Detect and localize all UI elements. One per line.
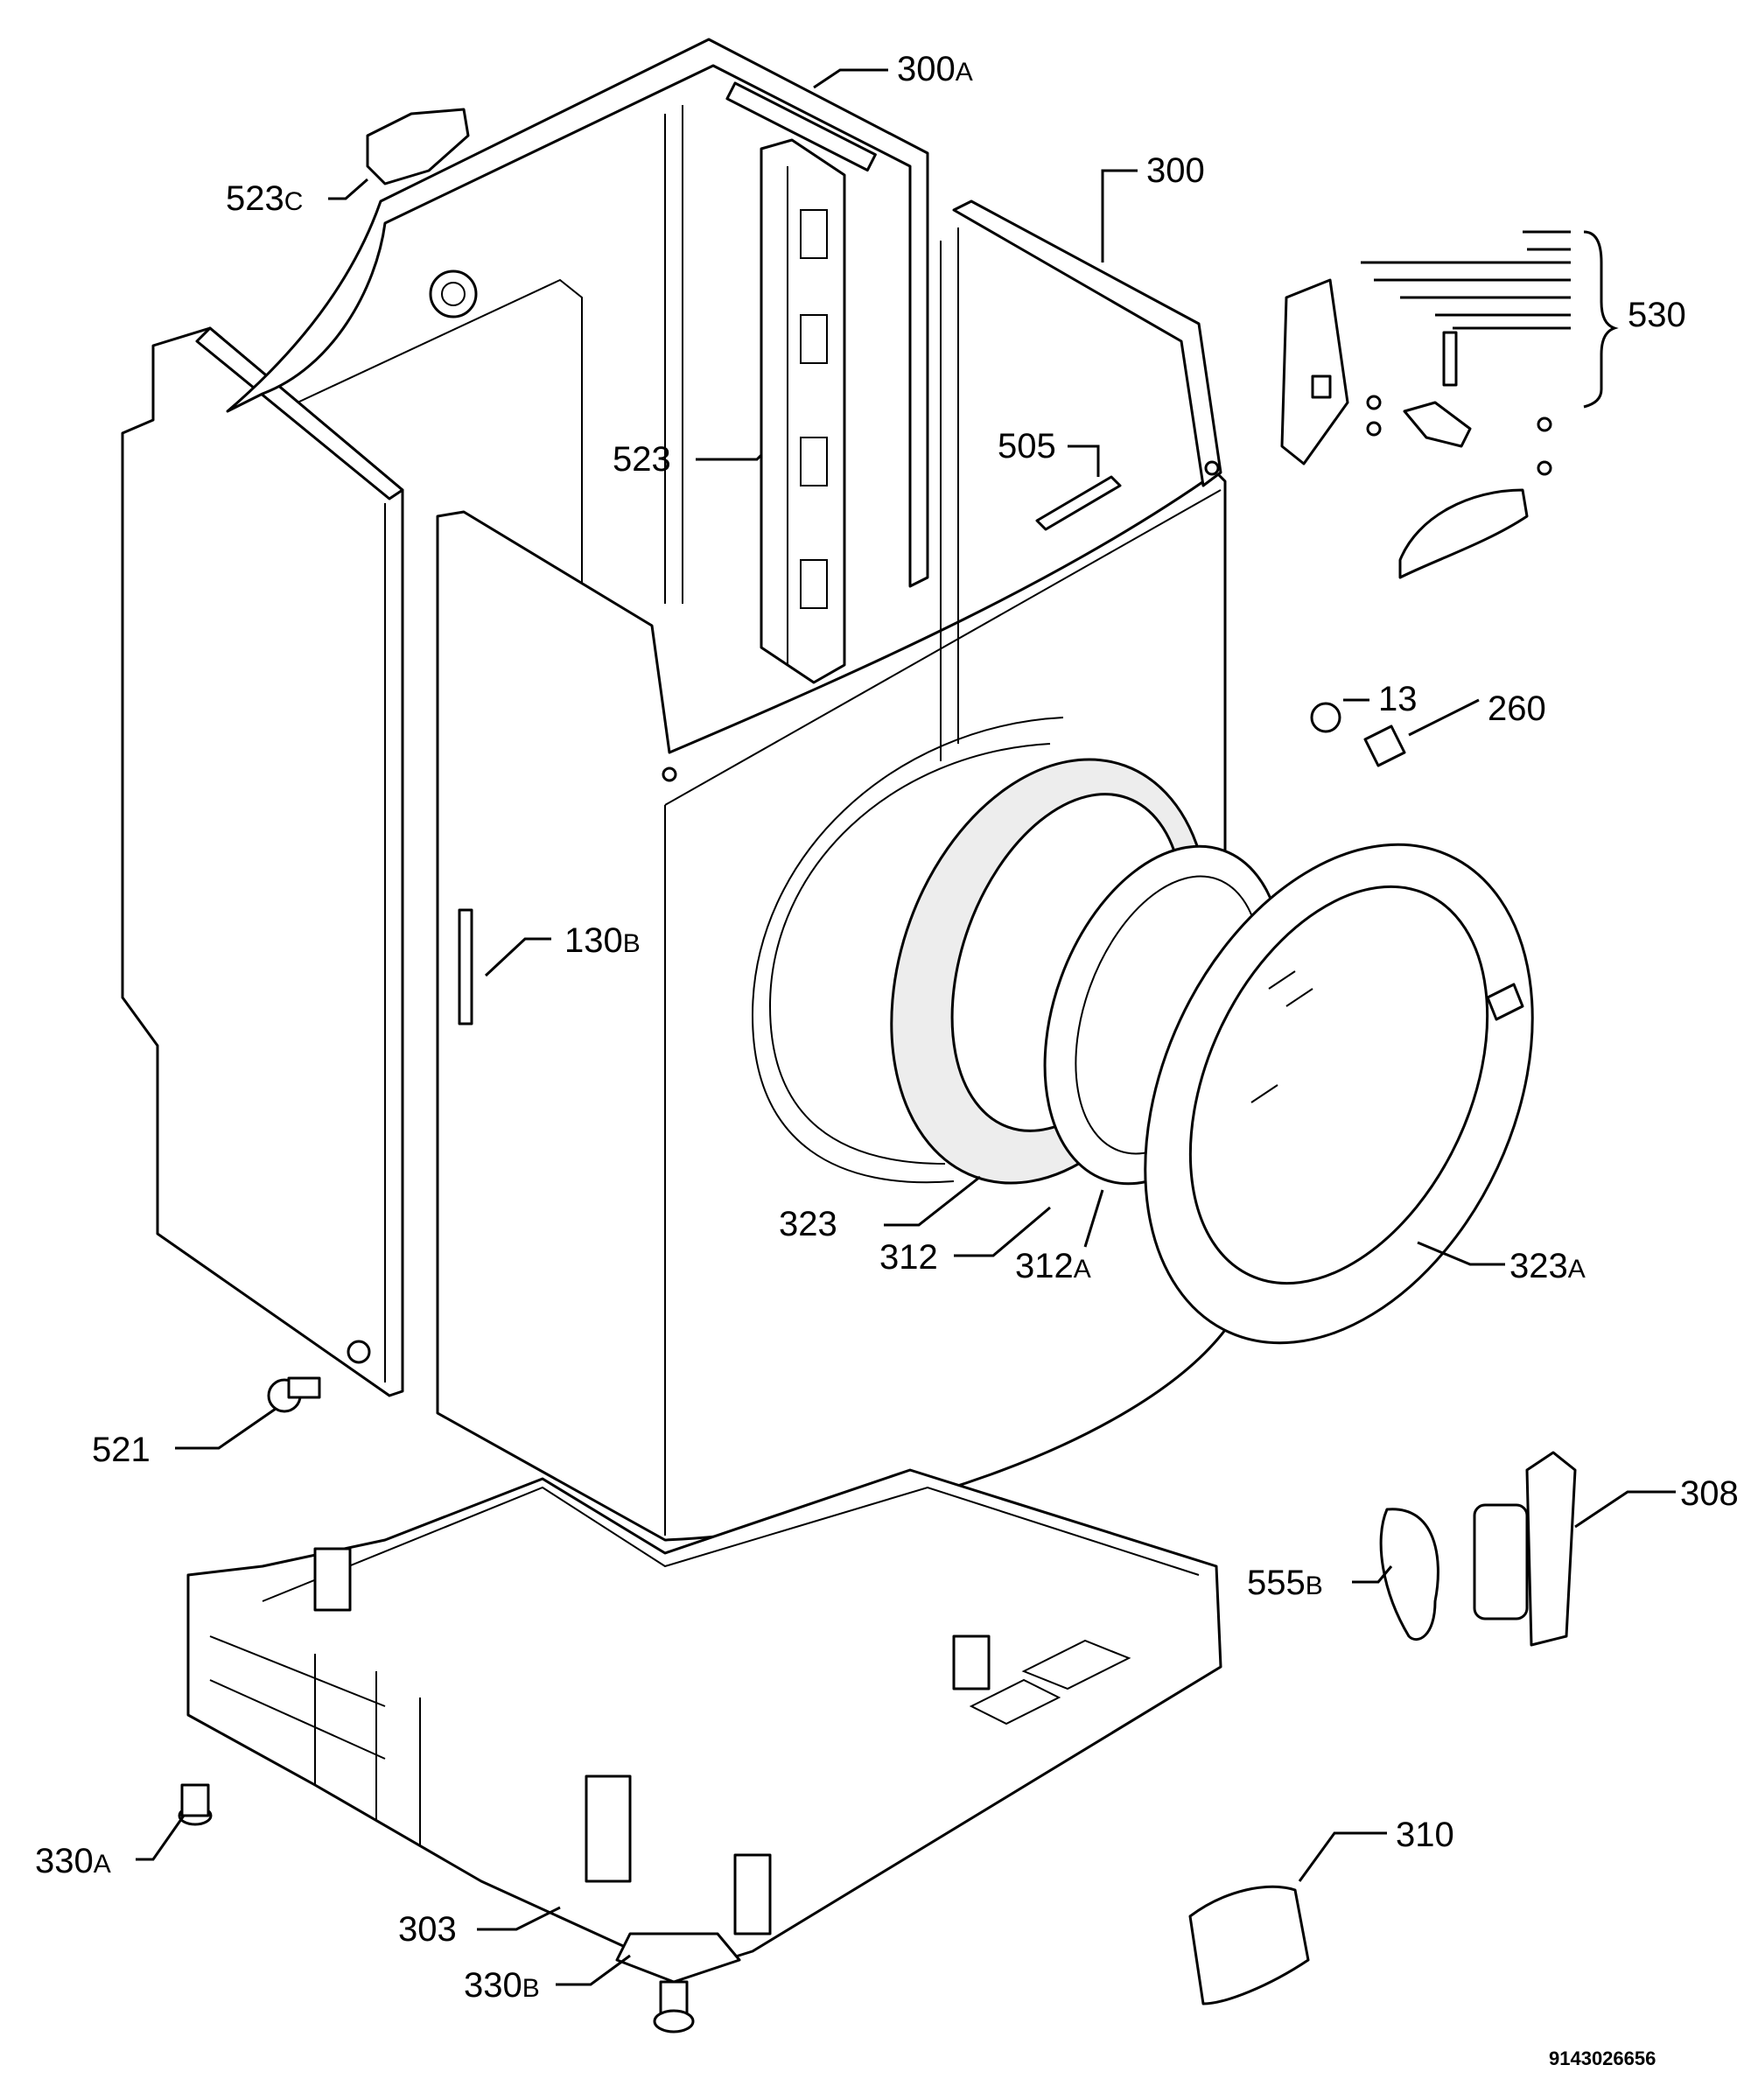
nut-13 bbox=[1310, 702, 1341, 733]
callout-130B: 130B bbox=[564, 921, 641, 960]
callout-312: 312 bbox=[879, 1238, 938, 1277]
document-number: 9143026656 bbox=[1549, 2048, 1656, 2069]
callout-13: 13 bbox=[1378, 680, 1418, 718]
screw-521 bbox=[267, 1376, 321, 1413]
callout-330B: 330B bbox=[464, 1966, 540, 2005]
foot-330a bbox=[178, 1783, 213, 1826]
callout-523C: 523C bbox=[226, 179, 303, 218]
callout-labels: 300A 300 523C 530 523 505 13 260 130B 32… bbox=[35, 50, 1739, 2005]
callout-303: 303 bbox=[398, 1910, 457, 1949]
base-frame bbox=[186, 1468, 1222, 1975]
callout-521: 521 bbox=[92, 1431, 151, 1469]
callout-260: 260 bbox=[1488, 690, 1546, 728]
cabinet-front-panel bbox=[436, 200, 1227, 1542]
callout-312A: 312A bbox=[1015, 1247, 1091, 1285]
leader-lines bbox=[136, 68, 1676, 1986]
callout-555B: 555B bbox=[1247, 1564, 1323, 1602]
callout-310: 310 bbox=[1396, 1816, 1454, 1854]
cabinet-left-panel bbox=[121, 326, 404, 1397]
filter-cover-310 bbox=[1188, 1885, 1310, 2006]
cover-555b bbox=[1379, 1508, 1439, 1642]
hinge-308 bbox=[1473, 1451, 1577, 1647]
spring-260 bbox=[1363, 724, 1406, 767]
cabinet-rail bbox=[760, 138, 846, 684]
callout-323: 323 bbox=[779, 1205, 837, 1243]
callout-523: 523 bbox=[613, 440, 671, 479]
callout-323A: 323A bbox=[1509, 1247, 1586, 1285]
callout-530: 530 bbox=[1628, 296, 1686, 334]
callout-300A: 300A bbox=[897, 50, 973, 88]
hinge-clip-523c bbox=[366, 108, 470, 186]
callout-300: 300 bbox=[1146, 151, 1205, 190]
rod-505 bbox=[1035, 475, 1122, 531]
door-lock-set-530 bbox=[1280, 278, 1552, 579]
foot-330b bbox=[615, 1932, 741, 2034]
door-outer-ring bbox=[1144, 843, 1534, 1345]
cabinet-back-frame bbox=[226, 38, 929, 604]
callout-308: 308 bbox=[1680, 1474, 1739, 1513]
callout-505: 505 bbox=[998, 427, 1056, 466]
callout-330A: 330A bbox=[35, 1842, 111, 1880]
